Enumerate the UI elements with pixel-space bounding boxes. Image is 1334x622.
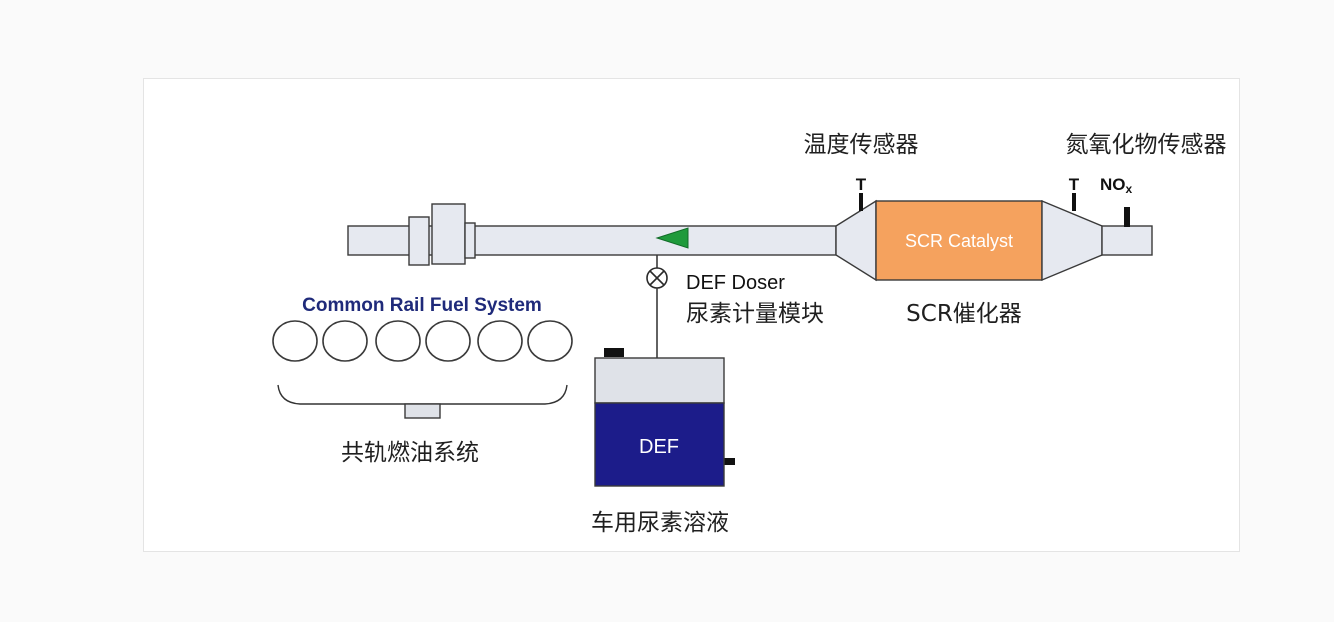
engine-cylinders [272,320,573,362]
def-doser-cn-label: 尿素计量模块 [686,301,824,327]
turbocharger [408,203,476,266]
cylinder-5 [477,320,523,362]
def-tank-cn-label: 车用尿素溶液 [591,510,729,536]
nox-mark-main: NO [1100,175,1126,194]
nox-sensor-label: 氮氧化物传感器 [1066,132,1227,158]
scr-catalyst-label: SCR Catalyst [905,231,1013,251]
cylinder-6 [527,320,573,362]
scr-catalyst-body [875,200,1043,281]
def-tank-cap [604,348,624,357]
cylinder-1 [272,320,318,362]
def-tank-label: DEF [639,436,679,458]
fuel-system-cn-label: 共轨燃油系统 [341,440,479,466]
nox-sensor-mark: NOx [1100,175,1133,196]
cylinder-3 [375,320,421,362]
cylinder-2 [322,320,368,362]
doser-valve-icon [646,267,668,289]
fuel-system-connector [404,403,441,419]
scr-catalyst-cn-label: SCR催化器 [906,301,1022,327]
temp-sensor-mark-2: T [1069,175,1080,194]
def-tank-air [594,357,725,404]
scr-catalyst-assembly: SCR Catalyst [835,199,1153,282]
temp-sensor-2-probe [1072,193,1076,211]
def-tank-drain [724,458,735,465]
doser-injector-arrow [655,227,689,249]
def-doser-label: DEF Doser [686,272,785,294]
def-tank: DEF [594,348,735,487]
scr-inlet-cone [835,199,877,282]
temp-sensor-label: 温度传感器 [804,132,919,158]
temp-sensor-mark-1: T [856,175,867,194]
nox-sensor-probe [1124,207,1130,227]
fuel-system-title: Common Rail Fuel System [302,295,542,316]
fuel-system-brace [277,384,568,405]
nox-mark-subscript: x [1126,182,1133,196]
def-tank-fluid [594,402,725,487]
temp-sensor-1-probe [859,193,863,211]
tailpipe [1101,225,1153,256]
cylinder-4 [425,320,471,362]
scr-outlet-cone [1041,199,1103,282]
